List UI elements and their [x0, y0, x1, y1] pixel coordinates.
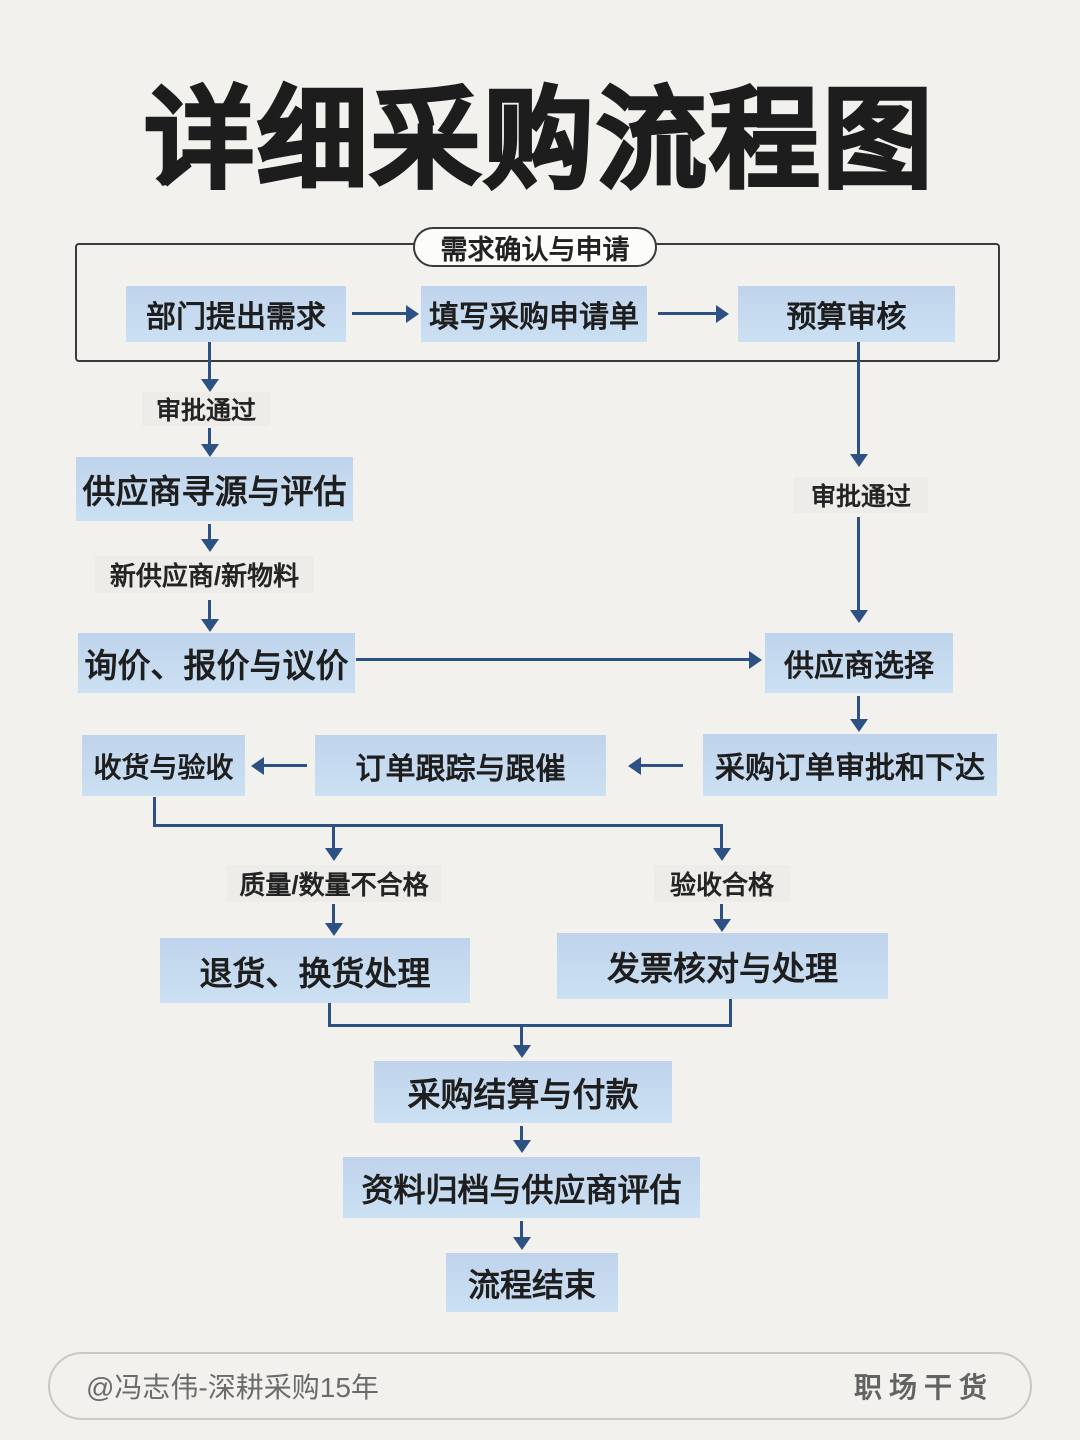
node-order-tracking: 订单跟踪与跟催 — [315, 735, 606, 796]
arrow-right-icon — [352, 312, 406, 315]
edge-label-new-supplier: 新供应商/新物料 — [95, 556, 314, 593]
connector-line — [153, 797, 156, 827]
connector-line — [328, 1024, 732, 1027]
arrow-down-icon — [208, 600, 211, 619]
arrow-down-icon — [520, 1126, 523, 1140]
arrow-left-icon — [264, 764, 307, 767]
connector-line — [153, 824, 723, 827]
arrow-down-icon — [208, 524, 211, 539]
arrow-down-icon — [208, 428, 211, 444]
arrow-down-icon — [720, 826, 723, 848]
node-receiving: 收货与验收 — [82, 735, 245, 796]
footer-tag: 职场干货 — [853, 1372, 994, 1403]
arrow-down-icon — [857, 696, 860, 719]
node-settlement: 采购结算与付款 — [374, 1061, 672, 1123]
node-fill-form: 填写采购申请单 — [421, 286, 647, 342]
arrow-down-icon — [332, 826, 335, 848]
node-supplier-sourcing: 供应商寻源与评估 — [76, 457, 353, 521]
group-label-pill: 需求确认与申请 — [413, 227, 657, 267]
edge-label-approve-left: 审批通过 — [142, 392, 270, 426]
node-supplier-select: 供应商选择 — [765, 633, 953, 693]
edge-label-qualified: 验收合格 — [654, 865, 790, 902]
edge-label-unqualified: 质量/数量不合格 — [227, 865, 441, 902]
node-return-exchange: 退货、换货处理 — [160, 938, 470, 1003]
node-dept-request: 部门提出需求 — [126, 286, 346, 342]
node-budget-review: 预算审核 — [738, 286, 955, 342]
arrow-down-icon — [720, 904, 723, 919]
edge-label-approve-right: 审批通过 — [794, 477, 928, 513]
node-po-approve: 采购订单审批和下达 — [703, 734, 997, 796]
node-archive: 资料归档与供应商评估 — [343, 1157, 700, 1218]
arrow-left-icon — [641, 764, 683, 767]
arrow-down-icon — [520, 1221, 523, 1237]
page-title: 详细采购流程图 — [143, 78, 936, 204]
node-end: 流程结束 — [446, 1253, 618, 1312]
arrow-down-icon — [520, 1027, 523, 1045]
footer-author: @冯志伟-深耕采购15年 — [86, 1372, 379, 1403]
connector-line — [328, 1003, 331, 1027]
connector-line — [729, 999, 732, 1027]
arrow-down-icon — [857, 342, 860, 454]
footer-bar: @冯志伟-深耕采购15年 职场干货 — [48, 1352, 1032, 1420]
arrow-right-icon — [356, 658, 749, 661]
arrow-down-icon — [332, 904, 335, 923]
arrow-down-icon — [208, 342, 211, 379]
node-inquiry: 询价、报价与议价 — [78, 633, 355, 693]
arrow-down-icon — [857, 517, 860, 610]
node-invoice-check: 发票核对与处理 — [557, 933, 888, 999]
arrow-right-icon — [658, 312, 716, 315]
